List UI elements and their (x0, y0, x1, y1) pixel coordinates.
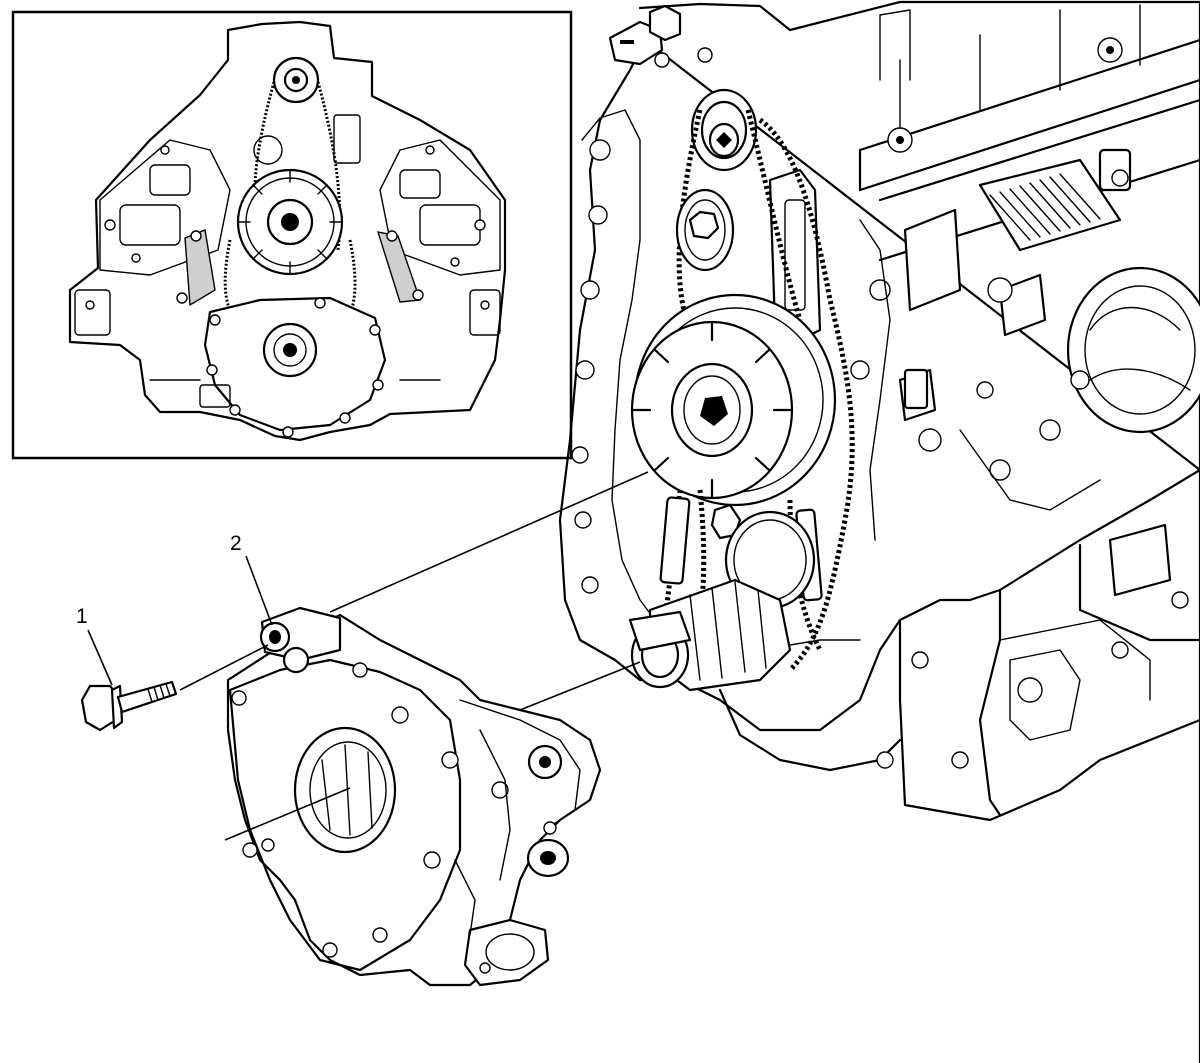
inset-front-view (11, 10, 573, 460)
assembly-lines (87, 471, 649, 841)
bolt-icon (80, 680, 178, 732)
bolt-to-pump-line (179, 644, 269, 691)
engine-block-icon (558, 0, 1200, 1063)
inlet-line (224, 787, 351, 841)
callout-2-leader (245, 555, 273, 626)
pump-to-block-line (329, 471, 649, 613)
timing-drive-icon (628, 88, 855, 692)
pump-drive-line (519, 661, 641, 711)
oil-pump-icon (226, 606, 602, 987)
callout-1-leader (87, 629, 113, 686)
inset-engine-icon (68, 20, 507, 442)
callout-2-label: 2 (230, 532, 242, 555)
callout-1-label: 1 (76, 605, 88, 628)
